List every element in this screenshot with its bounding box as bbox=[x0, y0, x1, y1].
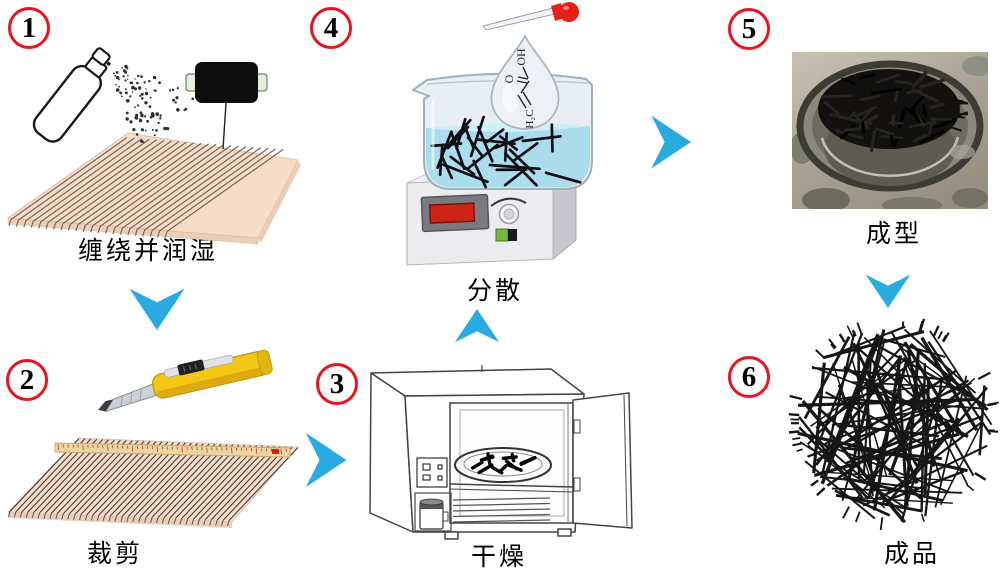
oven-grill bbox=[452, 497, 551, 523]
step-5-label: 成型 bbox=[865, 221, 923, 248]
step-2-label: 裁剪 bbox=[86, 541, 144, 568]
stirrer-power-switch bbox=[495, 228, 517, 242]
carbonyl-oxygen-label: O bbox=[502, 74, 516, 83]
step-6-fiber-ball-illustration bbox=[788, 318, 999, 530]
fiber-ball-edge bbox=[788, 318, 999, 530]
step-6-label: 成品 bbox=[883, 541, 941, 568]
dropper-icon bbox=[482, 2, 579, 31]
arrow-step2-to-step3-icon bbox=[306, 433, 347, 487]
fiber-plate bbox=[454, 447, 552, 483]
step-3-number-badge: 3 bbox=[316, 363, 358, 405]
spray-mist bbox=[113, 64, 195, 143]
step-3-number: 3 bbox=[329, 367, 345, 400]
fiber-spool-icon bbox=[185, 62, 268, 150]
step-6-number-badge: 6 bbox=[728, 356, 770, 398]
step-2-number: 2 bbox=[19, 363, 35, 396]
step-5-number-badge: 5 bbox=[728, 8, 770, 50]
oven-control-panel bbox=[416, 457, 448, 488]
step-4-number-badge: 4 bbox=[310, 7, 352, 49]
arrow-step5-to-step6-icon bbox=[865, 274, 911, 308]
arrow-step3-to-step4-icon bbox=[454, 309, 500, 343]
step-3-oven-illustration bbox=[369, 365, 633, 540]
hydroxyl-label: OH bbox=[514, 48, 528, 66]
knob-arc bbox=[490, 197, 527, 207]
utility-knife-icon bbox=[98, 350, 273, 413]
arrow-step4-to-step5-icon bbox=[651, 115, 691, 169]
step-1-number-badge: 1 bbox=[8, 7, 50, 49]
arrow-step1-to-step2-icon bbox=[129, 288, 185, 330]
molding-photo-drawing bbox=[792, 56, 988, 209]
molding-photo bbox=[792, 52, 988, 209]
fiber-board-wound bbox=[6, 132, 301, 245]
step-2-cutting-illustration bbox=[7, 350, 299, 528]
step-4-dispersion-illustration: H₂C O OH bbox=[406, 2, 593, 266]
acrylic-acid-structure: H₂C O OH bbox=[502, 48, 536, 129]
step-5-number: 5 bbox=[741, 12, 757, 45]
monomer-drop: H₂C O OH bbox=[490, 33, 560, 130]
step-1-label: 缠绕并润湿 bbox=[77, 238, 219, 265]
dispersed-fibers bbox=[430, 115, 582, 189]
step-6-number: 6 bbox=[741, 360, 757, 393]
methylene-label: H₂C bbox=[524, 109, 536, 128]
oven-icon bbox=[369, 365, 633, 540]
oven-canister bbox=[414, 492, 452, 532]
step-4-label: 分散 bbox=[466, 278, 524, 305]
step-1-winding-wetting-illustration bbox=[6, 47, 301, 245]
fiber-ball bbox=[797, 325, 993, 523]
ruler-icon bbox=[54, 442, 291, 458]
step-2-number-badge: 2 bbox=[6, 359, 48, 401]
stirrer-display bbox=[420, 193, 490, 233]
step-4-number: 4 bbox=[323, 11, 339, 44]
step-3-label: 干燥 bbox=[470, 544, 528, 568]
spray-bottle-icon bbox=[32, 47, 111, 143]
oven-door-open bbox=[572, 392, 633, 529]
step-1-number: 1 bbox=[21, 11, 37, 44]
